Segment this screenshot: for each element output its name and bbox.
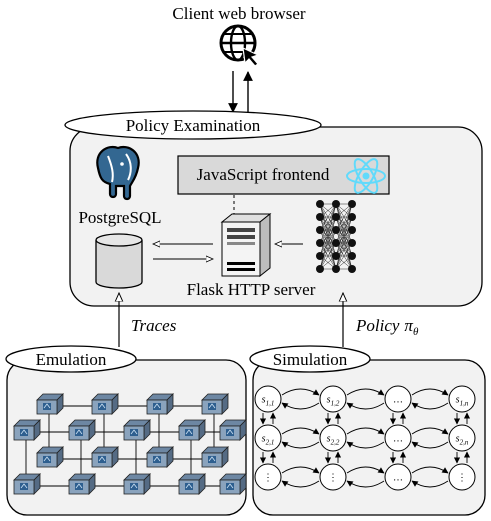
network-neuron [316, 200, 324, 208]
state-node [384, 463, 412, 491]
transition-arrow [281, 441, 320, 449]
transition-arrow [346, 466, 385, 474]
simulation-state-graph: s1,1 s1,2 … s1,n s2,1 s2,2 … s2,n ⋮ ⋮ … ⋮ [254, 385, 476, 491]
state-node [254, 385, 282, 413]
server-box-icon [219, 419, 247, 441]
postgres-label: PostgreSQL [78, 208, 161, 227]
state-node [448, 424, 476, 452]
server-box-icon [178, 473, 206, 495]
neural-network-icon [316, 200, 356, 273]
transition-arrow [411, 480, 449, 488]
transition-arrow [281, 388, 320, 396]
server-box-icon [201, 446, 229, 468]
state-node [254, 424, 282, 452]
elephant-icon [96, 145, 140, 201]
state-node [384, 385, 412, 413]
state-node [319, 385, 347, 413]
state-label: … [393, 395, 403, 406]
state-node [319, 424, 347, 452]
state-label: … [393, 473, 403, 484]
network-neuron [332, 252, 340, 260]
network-neuron [316, 265, 324, 273]
server-box-icon [123, 473, 151, 495]
server-box-icon [36, 393, 64, 415]
server-box-icon [68, 419, 96, 441]
network-neuron [348, 226, 356, 234]
network-neuron [316, 252, 324, 260]
server-box-icon [36, 446, 64, 468]
network-neuron [348, 252, 356, 260]
emulation-title: Emulation [36, 350, 107, 369]
state-label: ⋮ [263, 473, 273, 484]
state-label: s1,n [456, 395, 469, 408]
database-cylinder-icon [95, 233, 143, 289]
network-neuron [348, 213, 356, 221]
policy-examination-title-oval [64, 110, 322, 140]
server-box-icon [201, 393, 229, 415]
server-box-icon [91, 446, 119, 468]
server-box-icon [13, 419, 41, 441]
simulation-title: Simulation [273, 350, 348, 369]
transition-arrow [411, 427, 449, 435]
server-box-icon [123, 419, 151, 441]
transition-arrow [346, 402, 385, 410]
server-box-icon [178, 419, 206, 441]
emulation-title-oval [5, 345, 137, 373]
server-box-icon [91, 393, 119, 415]
network-neuron [316, 239, 324, 247]
state-node [448, 463, 476, 491]
state-label: ⋮ [328, 473, 338, 484]
network-neuron [348, 200, 356, 208]
server-tower-icon [220, 212, 272, 278]
state-label: ⋮ [457, 473, 467, 484]
policy-examination-title: Policy Examination [126, 116, 261, 135]
network-neuron [348, 239, 356, 247]
transition-arrow [346, 441, 385, 449]
server-box-icon [13, 473, 41, 495]
transition-arrow [346, 427, 385, 435]
state-label: s2,2 [327, 434, 340, 447]
transition-arrow [411, 441, 449, 449]
network-neuron [332, 239, 340, 247]
server-label: Flask HTTP server [187, 280, 316, 299]
network-neuron [316, 226, 324, 234]
state-label: … [393, 434, 403, 445]
state-node [254, 463, 282, 491]
network-neuron [348, 265, 356, 273]
network-neuron [332, 265, 340, 273]
state-label: s1,2 [327, 395, 340, 408]
network-neuron [332, 200, 340, 208]
network-neuron [332, 213, 340, 221]
server-box-icon [219, 473, 247, 495]
frontend-label: JavaScript frontend [197, 165, 330, 184]
state-label: s2,n [456, 434, 469, 447]
globe-cursor-icon [219, 24, 260, 67]
transition-arrow [281, 402, 320, 410]
state-label: s2,1 [262, 434, 275, 447]
simulation-title-oval [249, 345, 371, 373]
network-neuron [316, 213, 324, 221]
client-label: Client web browser [172, 4, 305, 23]
transition-arrow [411, 466, 449, 474]
transition-arrow [411, 388, 449, 396]
state-node [384, 424, 412, 452]
state-node [319, 463, 347, 491]
emulation-topology [13, 393, 247, 495]
transition-arrow [281, 466, 320, 474]
state-label: s1,1 [262, 395, 275, 408]
transition-arrow [281, 427, 320, 435]
transition-arrow [281, 480, 320, 488]
server-box-icon [146, 393, 174, 415]
server-box-icon [146, 446, 174, 468]
transition-arrow [346, 480, 385, 488]
server-box-icon [68, 473, 96, 495]
transition-arrow [411, 402, 449, 410]
network-neuron [332, 226, 340, 234]
state-node [448, 385, 476, 413]
traces-label: Traces [131, 316, 177, 335]
transition-arrow [346, 388, 385, 396]
